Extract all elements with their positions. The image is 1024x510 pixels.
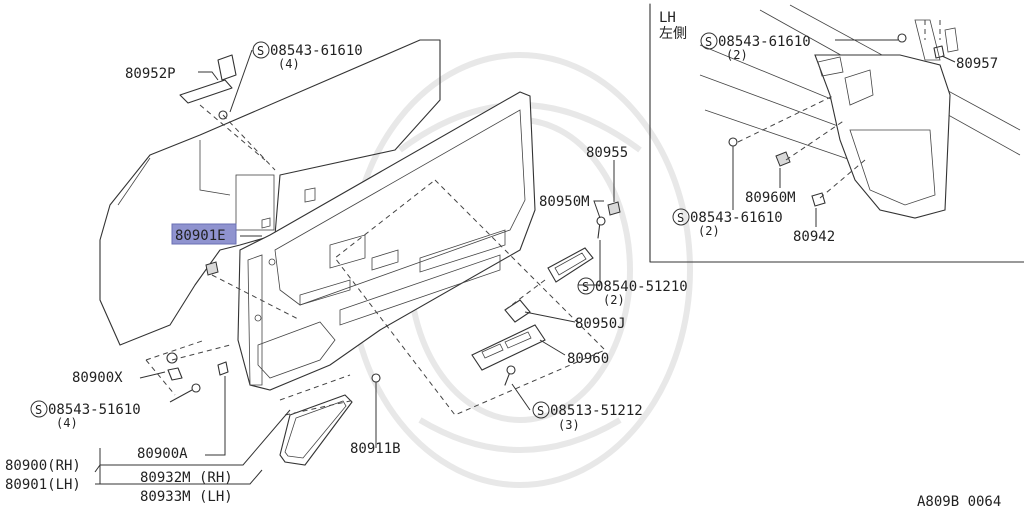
callout-qty-c21: (2) xyxy=(698,224,720,238)
callout-qty-c10: (4) xyxy=(56,416,78,430)
callout-qty-c18: (2) xyxy=(726,48,748,62)
callout-label-c20: 80960M xyxy=(745,190,796,206)
callout-label-c13: 80900A xyxy=(137,446,188,462)
callout-label-c8: 80960 xyxy=(567,351,609,367)
callout-label-c17: 80933M (LH) xyxy=(140,489,233,505)
callout-label-c16: 80932M (RH) xyxy=(140,470,233,486)
callout-label-c10: 08543-51610 xyxy=(48,402,141,418)
callout-label-c6: 08540-51210 xyxy=(595,279,688,295)
screw-symbol-letter-icon: S xyxy=(705,35,712,49)
fastener-08543-51610 xyxy=(191,383,201,393)
screw-symbol-icon xyxy=(532,401,550,419)
callout-label-c15: 80901(LH) xyxy=(5,477,81,493)
screw-80911b xyxy=(371,373,381,383)
screw-symbol-letter-icon: S xyxy=(35,403,42,417)
callout-label-c11: 08513-51212 xyxy=(550,403,643,419)
screw-symbol-icon xyxy=(700,32,718,50)
inset-side-label: LH xyxy=(659,10,676,26)
screw-symbol-icon xyxy=(577,277,595,295)
screw-08513 xyxy=(504,365,516,386)
assembly-lines-inset xyxy=(737,20,941,199)
inset-side-label-jp: 左側 xyxy=(659,26,687,42)
clip-80901e xyxy=(205,261,219,276)
inset-door-panel xyxy=(699,4,1021,219)
leader-lines-main xyxy=(94,49,615,485)
callout-label-c18: 08543-61610 xyxy=(718,34,811,50)
screw-symbol-icon xyxy=(672,208,690,226)
screw-symbol-letter-icon: S xyxy=(537,404,544,418)
screw-symbol-letter-icon: S xyxy=(677,211,684,225)
callout-qty-c11: (3) xyxy=(558,418,580,432)
callout-label-c3: 80955 xyxy=(586,145,628,161)
callout-qty-c6: (2) xyxy=(603,293,625,307)
callout-label-c14: 80900(RH) xyxy=(5,458,81,474)
switch-bezel-80950m xyxy=(547,247,594,283)
door-trim-panel xyxy=(237,91,536,391)
pocket-seal-80932m xyxy=(279,394,353,466)
screw-08540 xyxy=(596,216,606,239)
callout-label-c21: 08543-61610 xyxy=(690,210,783,226)
callout-label-c22: 80942 xyxy=(793,229,835,245)
screw-symbol-icon xyxy=(252,41,270,59)
callout-label-c2: 80952P xyxy=(125,66,176,82)
callout-label-c9: 80900X xyxy=(72,370,123,386)
screw-symbol-letter-icon: S xyxy=(257,44,264,58)
screw-symbol-letter-icon: S xyxy=(582,280,589,294)
bracket-80952p xyxy=(179,54,237,120)
footer-code: A809B 0064 xyxy=(917,494,1001,510)
callout-label-c19: 80957 xyxy=(956,56,998,72)
leader-lines-inset xyxy=(732,39,956,227)
clip-80900a xyxy=(217,361,229,376)
assembly-lines-main xyxy=(145,104,606,416)
inset-frame xyxy=(649,3,1024,263)
fastener-80900x xyxy=(166,352,183,381)
handle-cup-80950j xyxy=(504,299,531,323)
callout-label-c1: 08543-61610 xyxy=(270,43,363,59)
callout-qty-c1: (4) xyxy=(278,57,300,71)
callout-label-c12: 80911B xyxy=(350,441,401,457)
clip-80955 xyxy=(607,201,621,216)
callout-label-c7: 80950J xyxy=(575,316,626,332)
screw-symbol-icon xyxy=(30,400,48,418)
switch-panel-80960 xyxy=(471,324,546,371)
callout-label-c4: 80950M xyxy=(539,194,590,210)
highlight-box-80901e xyxy=(171,223,237,245)
callout-label-c5: 80901E xyxy=(175,228,226,244)
